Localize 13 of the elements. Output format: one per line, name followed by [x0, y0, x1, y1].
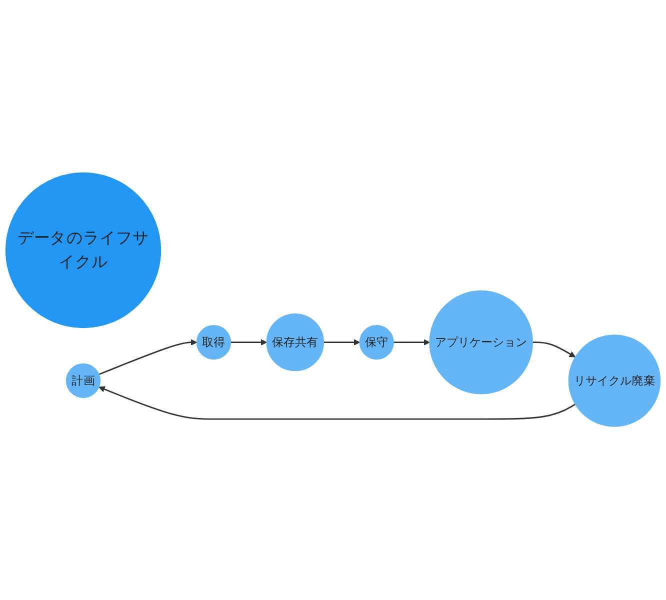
arrow	[532, 342, 576, 358]
arrow	[230, 340, 267, 346]
arrow	[324, 340, 360, 346]
node-circle: データのライフサイクル	[5, 172, 162, 328]
arrow	[394, 340, 430, 346]
node-circle: リサイクル廃棄	[568, 334, 661, 428]
arrow	[98, 386, 576, 420]
node-circle: 保存共有	[266, 314, 324, 372]
node-circle: 保守	[359, 325, 394, 360]
node-circle: 計画	[66, 364, 101, 398]
arrow	[98, 340, 198, 376]
node-circle: 取得	[196, 325, 232, 360]
node-circle: アプリケーション	[429, 290, 533, 395]
